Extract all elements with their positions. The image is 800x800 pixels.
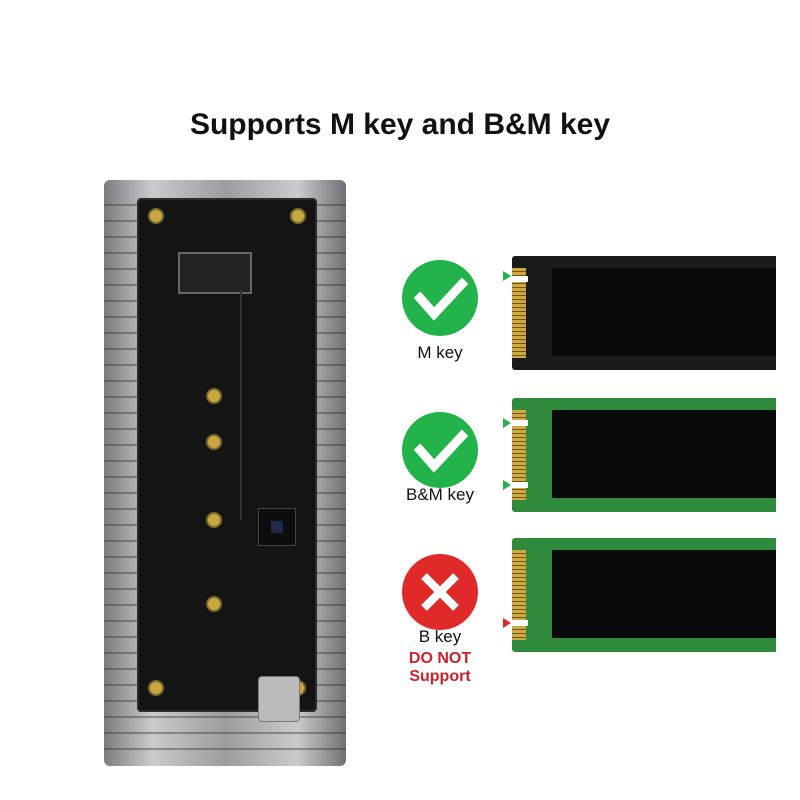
page-title: Supports M key and B&M key	[189, 108, 611, 141]
bm-key-ssd-image	[512, 398, 776, 512]
b-key-label: B key	[418, 627, 462, 646]
mount-hole	[206, 512, 222, 528]
b-key-ssd-image	[512, 538, 776, 652]
ssd-label	[552, 550, 776, 638]
controller-chip	[258, 508, 296, 546]
ssd-label	[552, 268, 776, 356]
m-key-ssd-image	[512, 256, 776, 370]
usb-c-port	[258, 676, 300, 722]
b-key-warning-line2: Support	[409, 668, 471, 685]
screw-hole	[148, 680, 164, 696]
screw-hole	[148, 208, 164, 224]
pcb-trace	[240, 290, 242, 520]
m2-slot	[178, 252, 252, 294]
b-notch	[512, 620, 528, 626]
m-key-notch	[512, 276, 528, 282]
b-notch	[512, 420, 528, 426]
b-key-warning-line1: DO NOT	[408, 650, 472, 667]
bm-key-check-icon	[402, 412, 478, 488]
gold-fingers	[512, 550, 526, 640]
b-key-x-icon	[402, 554, 478, 630]
notch-marker	[503, 480, 511, 490]
m-key-check-icon	[402, 260, 478, 336]
notch-marker	[503, 418, 511, 428]
m-key-label: M key	[417, 343, 463, 362]
m-notch	[512, 482, 528, 488]
notch-marker	[503, 618, 511, 628]
ssd-label	[552, 410, 776, 498]
gold-fingers	[512, 268, 526, 358]
notch-marker	[503, 271, 511, 281]
mount-hole	[206, 434, 222, 450]
gold-fingers	[512, 410, 526, 500]
bm-key-label: B&M key	[405, 485, 475, 504]
mount-hole	[206, 596, 222, 612]
mount-hole	[206, 388, 222, 404]
screw-hole	[290, 208, 306, 224]
